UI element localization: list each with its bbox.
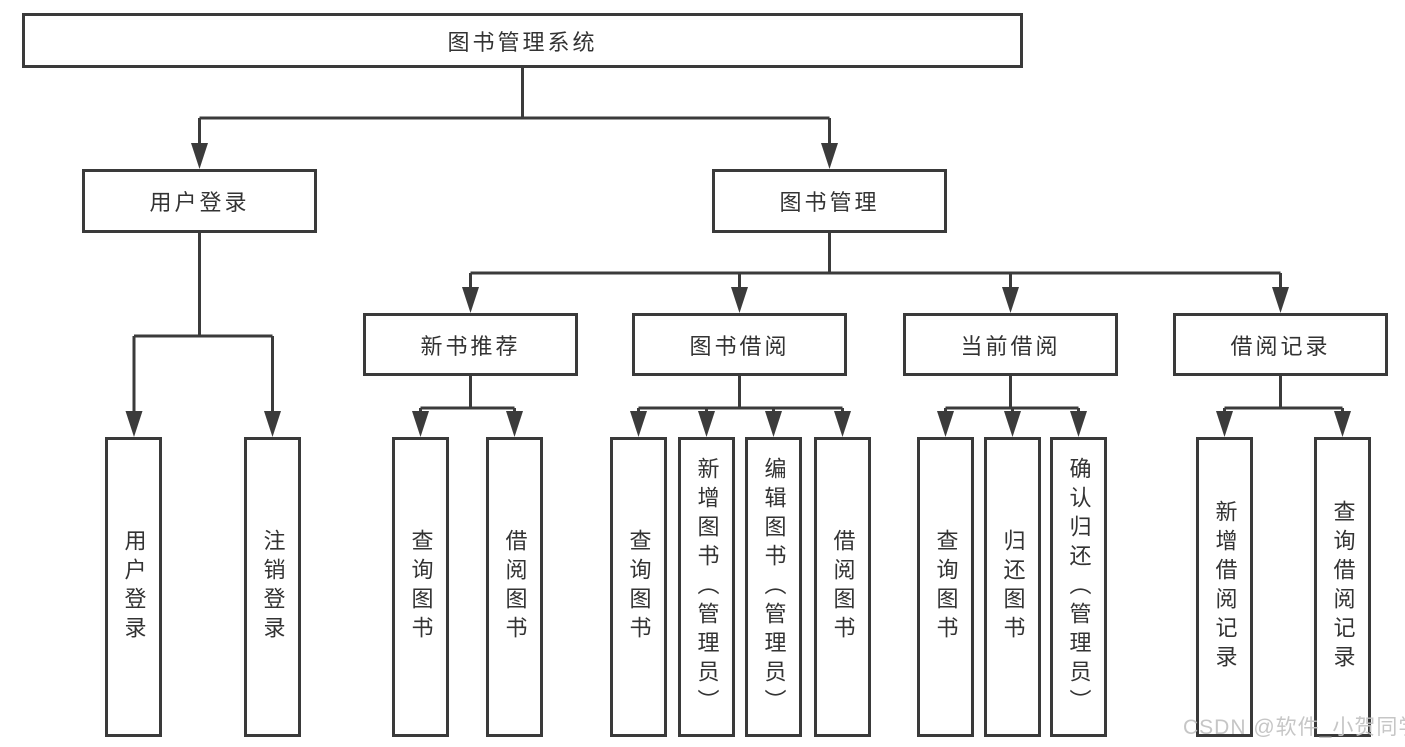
leaf-borrow-books-borrow: 借阅图书 (814, 437, 871, 737)
connector-new-book-subtree (412, 376, 523, 437)
connector-book-management-subtree (462, 233, 1289, 313)
leaf-confirm-return-admin: 确认归还（管理员） (1050, 437, 1107, 737)
connector-user-login-subtree (125, 233, 281, 437)
node-borrow-records: 借阅记录 (1173, 313, 1388, 376)
connector-book-borrow-subtree (630, 376, 851, 437)
node-current-borrowing: 当前借阅 (903, 313, 1118, 376)
leaf-query-books-current: 查询图书 (917, 437, 974, 737)
leaf-query-books-newbook: 查询图书 (392, 437, 449, 737)
leaf-user-login: 用户登录 (105, 437, 162, 737)
leaf-add-borrow-record: 新增借阅记录 (1196, 437, 1253, 737)
node-book-management: 图书管理 (712, 169, 947, 233)
connector-root (191, 68, 838, 169)
node-user-login: 用户登录 (82, 169, 317, 233)
leaf-query-borrow-record: 查询借阅记录 (1314, 437, 1371, 737)
node-library-management-system: 图书管理系统 (22, 13, 1023, 68)
node-book-borrowing: 图书借阅 (632, 313, 847, 376)
csdn-watermark: CSDN @软件_小贺同学 (1183, 716, 1405, 739)
connector-current-borrow-subtree (937, 376, 1087, 437)
leaf-logout: 注销登录 (244, 437, 301, 737)
connector-borrow-record-subtree (1216, 376, 1351, 437)
leaf-add-book-admin: 新增图书（管理员） (678, 437, 735, 737)
leaf-edit-book-admin: 编辑图书（管理员） (745, 437, 802, 737)
leaf-borrow-books-newbook: 借阅图书 (486, 437, 543, 737)
leaf-query-books-borrow: 查询图书 (610, 437, 667, 737)
leaf-return-book: 归还图书 (984, 437, 1041, 737)
node-new-book-recommend: 新书推荐 (363, 313, 578, 376)
